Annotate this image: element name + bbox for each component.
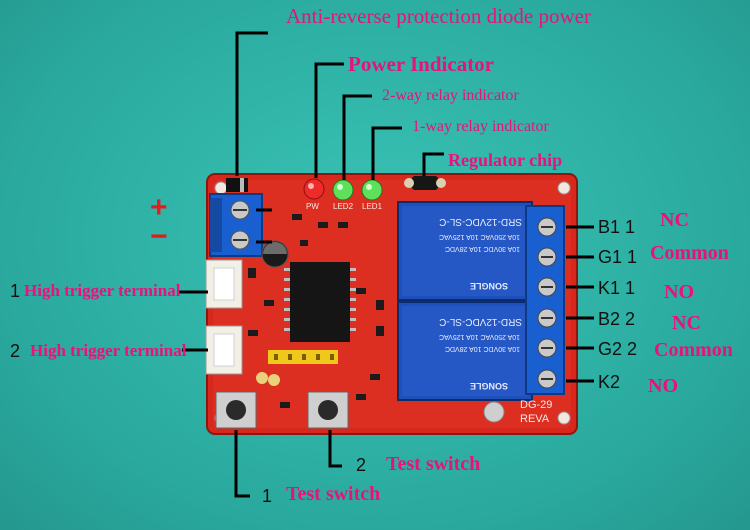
relay1-model-text: SRD-12VDC-SL-C bbox=[439, 216, 522, 227]
terminal-k2-role: NO bbox=[648, 375, 678, 397]
label-trigger2-num: 2 bbox=[10, 341, 21, 361]
test-switch-1 bbox=[215, 391, 257, 429]
label-regulator-chip: Regulator chip bbox=[448, 150, 563, 170]
jumper-header bbox=[268, 350, 338, 364]
mount-hole bbox=[557, 411, 571, 425]
smd-components bbox=[248, 214, 384, 408]
mount-hole bbox=[214, 181, 228, 195]
diode bbox=[226, 178, 248, 192]
label-trigger2-text: High trigger terminal bbox=[30, 341, 187, 360]
relay2-brand: SONGLE bbox=[469, 381, 508, 391]
terminal-g1-pin: G1 1 bbox=[598, 247, 638, 267]
relay-2 bbox=[397, 301, 533, 401]
label-test1-text: Test switch bbox=[286, 483, 381, 505]
relay-1 bbox=[397, 201, 533, 301]
silk-led1: LED1 bbox=[362, 202, 383, 211]
mount-hole bbox=[557, 181, 571, 195]
label-plus: + bbox=[150, 191, 168, 224]
led1 bbox=[361, 179, 383, 201]
label-minus: − bbox=[150, 220, 168, 253]
label-test2-num: 2 bbox=[356, 455, 367, 475]
label-anti-reverse: Anti-reverse protection diode power bbox=[286, 4, 591, 28]
terminal-g1-role: Common bbox=[650, 242, 729, 264]
label-trigger1-num: 1 bbox=[10, 281, 21, 301]
board-rev: REVA bbox=[520, 413, 550, 425]
regulator-chip bbox=[404, 176, 446, 190]
capacitor bbox=[261, 240, 289, 268]
relay1-brand: SONGLE bbox=[469, 281, 508, 291]
terminal-b1-role: NC bbox=[660, 209, 689, 231]
terminal-b1-pin: B1 1 bbox=[598, 217, 636, 237]
relay2-model-text: SRD-12VDC-SL-C bbox=[439, 316, 522, 327]
relay2-spec1-text: 10A 250VAC 10A 125VAC bbox=[438, 333, 520, 340]
label-relay2-indicator: 2-way relay indicator bbox=[382, 87, 519, 104]
test-switch-2 bbox=[307, 391, 349, 429]
terminal-k2-pin: K2 bbox=[598, 372, 621, 392]
label-test2-text: Test switch bbox=[386, 453, 481, 475]
led2 bbox=[332, 179, 354, 201]
terminal-k1-role: NO bbox=[664, 281, 694, 303]
board-model: DG-29 bbox=[520, 399, 553, 411]
silk-led2: LED2 bbox=[333, 202, 354, 211]
jst-connector-2 bbox=[205, 325, 243, 375]
terminal-b2-role: NC bbox=[672, 312, 701, 334]
relay1-spec1-text: 10A 250VAC 10A 125VAC bbox=[438, 233, 520, 240]
power-led bbox=[303, 178, 325, 200]
relay2-spec2-text: 10A 30VDC 10A 28VDC bbox=[444, 345, 520, 352]
terminal-b2-pin: B2 2 bbox=[598, 309, 636, 329]
callout-lines bbox=[178, 31, 594, 498]
label-test1-num: 1 bbox=[262, 486, 273, 506]
power-terminal-block bbox=[209, 193, 263, 257]
label-power-indicator: Power Indicator bbox=[348, 52, 495, 76]
terminal-g2-pin: G2 2 bbox=[598, 339, 638, 359]
silk-pw: PW bbox=[306, 202, 319, 211]
label-trigger1-text: High trigger terminal bbox=[24, 281, 181, 300]
terminal-g2-role: Common bbox=[654, 339, 733, 361]
main-ic bbox=[284, 262, 356, 342]
relay1-spec2-text: 10A 30VDC 10A 28VDC bbox=[444, 245, 520, 252]
output-terminal-block bbox=[525, 205, 565, 395]
jst-connector-1 bbox=[205, 259, 243, 309]
terminal-k1-pin: K1 1 bbox=[598, 278, 636, 298]
label-relay1-indicator: 1-way relay indicator bbox=[412, 118, 549, 135]
